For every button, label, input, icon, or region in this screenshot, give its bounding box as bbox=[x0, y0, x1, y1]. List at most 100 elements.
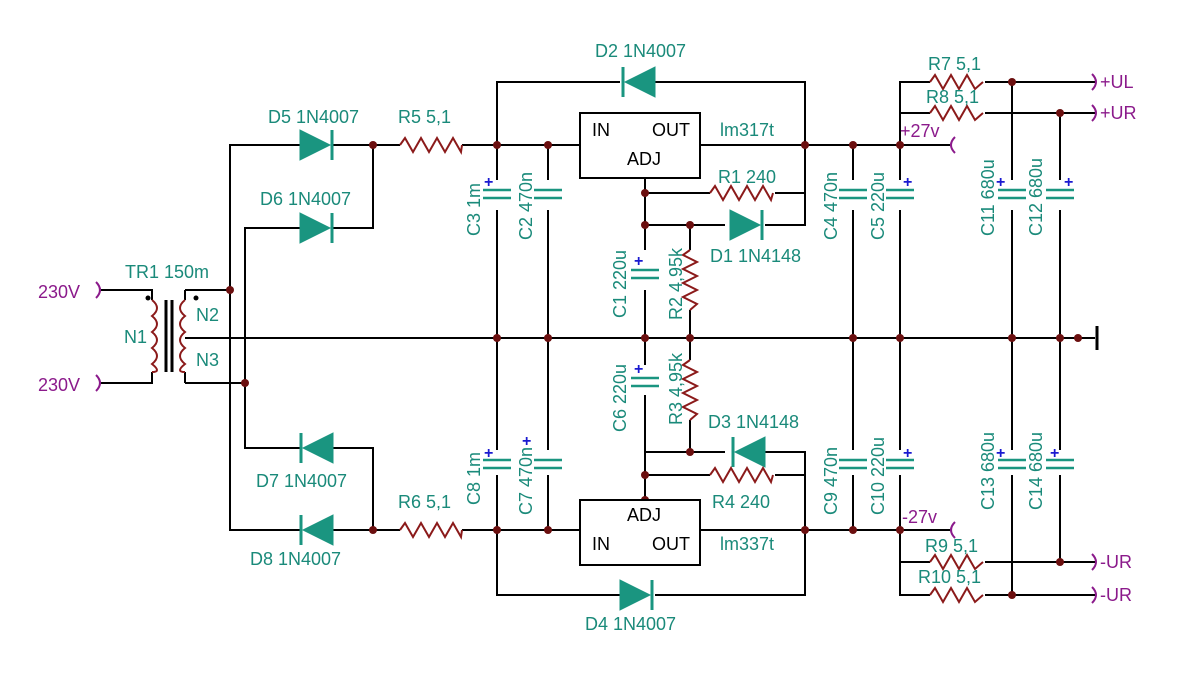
wires bbox=[100, 81, 1095, 596]
resistor-r1: R1 240 bbox=[709, 167, 776, 203]
capacitor-c10-plus: + bbox=[903, 445, 912, 462]
resistor-r2: R2 4,95k bbox=[666, 247, 700, 320]
capacitor-c2-label: C2 470n bbox=[516, 172, 536, 240]
resistor-r7: R7 5,1 bbox=[928, 54, 984, 92]
winding-n1-label: N1 bbox=[124, 327, 147, 347]
capacitor-c13-label: C13 680u bbox=[978, 432, 998, 510]
capacitor-c5-plus: + bbox=[903, 174, 912, 191]
capacitor-c3-label: C3 1m bbox=[464, 183, 484, 236]
diode-d2-label: D2 1N4007 bbox=[595, 41, 686, 61]
resistor-r1-label: R1 240 bbox=[718, 167, 776, 187]
resistor-r9-label: R9 5,1 bbox=[925, 536, 978, 556]
diodes: D5 1N4007 D6 1N4007 D7 1N4007 D8 1N4007 … bbox=[250, 41, 801, 634]
resistor-r9: R9 5,1 bbox=[925, 536, 984, 572]
output-minus-ur-1: -UR bbox=[1100, 552, 1132, 572]
resistor-r7-label: R7 5,1 bbox=[928, 54, 981, 74]
output-minus-ur-2: -UR bbox=[1100, 585, 1132, 605]
capacitor-c14-plus: + bbox=[1050, 445, 1059, 462]
regulator-top-in: IN bbox=[592, 120, 610, 140]
output-plus-ur: +UR bbox=[1100, 103, 1137, 123]
regulator-bottom-name: lm337t bbox=[720, 534, 774, 554]
capacitor-c4: C4 470n bbox=[821, 172, 867, 240]
capacitor-c11-label: C11 680u bbox=[978, 159, 998, 236]
capacitor-c3: + C3 1m bbox=[464, 174, 511, 236]
diode-d3-label: D3 1N4148 bbox=[708, 412, 799, 432]
diode-d7: D7 1N4007 bbox=[256, 432, 347, 491]
diode-d7-label: D7 1N4007 bbox=[256, 471, 347, 491]
capacitor-c6-plus: + bbox=[634, 361, 643, 378]
diode-d8-label: D8 1N4007 bbox=[250, 549, 341, 569]
regulator-bottom-adj: ADJ bbox=[627, 505, 661, 525]
regulator-lm337t: ADJ IN OUT lm337t bbox=[579, 499, 774, 566]
capacitor-c11: + C11 680u bbox=[978, 159, 1026, 236]
capacitor-c1-label: C1 220u bbox=[610, 250, 630, 318]
diode-d2: D2 1N4007 bbox=[595, 41, 686, 98]
junction-dots bbox=[226, 78, 1082, 599]
diode-d8: D8 1N4007 bbox=[250, 514, 341, 569]
transformer-label: TR1 150m bbox=[125, 262, 209, 282]
regulator-top-adj: ADJ bbox=[627, 149, 661, 169]
regulator-top-out: OUT bbox=[652, 120, 690, 140]
capacitor-c1: + C1 220u bbox=[610, 250, 659, 318]
capacitor-c5: + C5 220u bbox=[868, 172, 914, 240]
output-ports: +UL +UR +27v -27v -UR -UR bbox=[900, 72, 1137, 605]
capacitor-c7-plus: + bbox=[522, 433, 531, 450]
capacitor-c9: C9 470n bbox=[821, 447, 867, 515]
resistor-r2-label: R2 4,95k bbox=[666, 247, 686, 320]
resistor-r6-label: R6 5,1 bbox=[398, 492, 451, 512]
diode-d5-label: D5 1N4007 bbox=[268, 107, 359, 127]
capacitor-c1-plus: + bbox=[634, 253, 643, 270]
resistor-r8-label: R8 5,1 bbox=[926, 87, 979, 107]
capacitor-c9-label: C9 470n bbox=[821, 447, 841, 515]
diode-d1: D1 1N4148 bbox=[710, 209, 801, 266]
regulator-bottom-in: IN bbox=[592, 534, 610, 554]
regulator-top-name: lm317t bbox=[720, 120, 774, 140]
output-plus-ul: +UL bbox=[1100, 72, 1134, 92]
resistors: R5 5,1 R6 5,1 R1 240 R4 240 R2 4,95k R3 … bbox=[398, 54, 984, 605]
diode-d3: D3 1N4148 bbox=[708, 412, 799, 468]
winding-n3-label: N3 bbox=[196, 350, 219, 370]
capacitor-c7-label: C7 470n bbox=[516, 447, 536, 515]
diode-d1-label: D1 1N4148 bbox=[710, 246, 801, 266]
capacitor-c8-label: C8 1m bbox=[464, 452, 484, 505]
resistor-r8: R8 5,1 bbox=[926, 87, 984, 123]
input-230v-bottom: 230V bbox=[38, 375, 80, 395]
capacitor-c5-label: C5 220u bbox=[868, 172, 888, 240]
winding-n2-label: N2 bbox=[196, 305, 219, 325]
resistor-r4: R4 240 bbox=[709, 465, 774, 512]
capacitor-c12-label: C12 680u bbox=[1026, 158, 1046, 236]
resistor-r10-label: R10 5,1 bbox=[918, 567, 981, 587]
input-ports: 230V 230V bbox=[38, 281, 101, 395]
output-plus-27v: +27v bbox=[900, 121, 940, 141]
capacitor-c14: + C14 680u bbox=[1026, 432, 1074, 510]
capacitor-c13: + C13 680u bbox=[978, 432, 1026, 510]
diode-d4: D4 1N4007 bbox=[585, 579, 676, 634]
resistor-r6: R6 5,1 bbox=[398, 492, 463, 541]
capacitor-c4-label: C4 470n bbox=[821, 172, 841, 240]
diode-d6: D6 1N4007 bbox=[260, 189, 351, 244]
diode-d4-label: D4 1N4007 bbox=[585, 614, 676, 634]
capacitor-c12: + C12 680u bbox=[1026, 158, 1074, 236]
resistor-r10: R10 5,1 bbox=[918, 567, 984, 605]
regulator-bottom-out: OUT bbox=[652, 534, 690, 554]
capacitor-c6-label: C6 220u bbox=[610, 364, 630, 432]
capacitor-c2: C2 470n bbox=[516, 172, 562, 240]
capacitor-c8-plus: + bbox=[484, 445, 493, 462]
capacitor-c12-plus: + bbox=[1064, 174, 1073, 191]
capacitor-c6: + C6 220u bbox=[610, 361, 659, 432]
capacitors: + C3 1m C2 470n + C1 220u C4 470n + C5 2… bbox=[464, 158, 1074, 515]
capacitor-c10-label: C10 220u bbox=[868, 437, 888, 515]
capacitor-c10: + C10 220u bbox=[868, 437, 914, 515]
capacitor-c8: + C8 1m bbox=[464, 445, 511, 505]
resistor-r3: R3 4,95k bbox=[666, 352, 700, 425]
capacitor-c14-label: C14 680u bbox=[1026, 432, 1046, 510]
resistor-r3-label: R3 4,95k bbox=[666, 352, 686, 425]
input-230v-top: 230V bbox=[38, 282, 80, 302]
diode-d5: D5 1N4007 bbox=[268, 107, 359, 161]
ground-icon bbox=[1090, 326, 1099, 350]
diode-d6-label: D6 1N4007 bbox=[260, 189, 351, 209]
transformer-tr1: TR1 150m N1 N2 N3 bbox=[124, 262, 219, 373]
resistor-r5: R5 5,1 bbox=[398, 107, 463, 156]
regulator-lm317t: IN OUT ADJ lm317t bbox=[579, 112, 774, 179]
